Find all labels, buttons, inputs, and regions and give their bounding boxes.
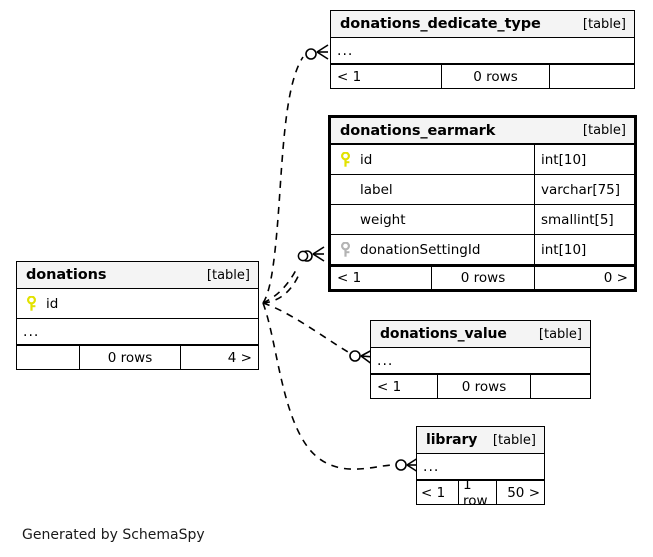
collapsed-columns-row: ...: [331, 38, 634, 64]
footer-parents-count: < 1: [377, 378, 402, 395]
column-name: label: [360, 181, 393, 198]
table-title: library: [426, 432, 478, 448]
column-type: int[10]: [534, 145, 634, 174]
collapsed-columns-row: ...: [371, 348, 590, 374]
column-type: varchar[75]: [534, 175, 634, 204]
footer-parents-count: < 1: [421, 484, 446, 501]
footer-children-count: [549, 65, 634, 88]
edge-donations-to-donations-earmark-1: [262, 246, 325, 304]
table-type-tag: [table]: [582, 123, 626, 138]
column-name-cell: label: [331, 175, 534, 204]
table-footer: < 1 0 rows 0 >: [331, 265, 634, 289]
table-type-tag: [table]: [206, 267, 250, 283]
edge-donations-to-donations-dedicate-type: [262, 44, 329, 304]
table-footer: 0 rows 4 >: [17, 345, 258, 369]
column-name: weight: [360, 211, 406, 228]
column-name: id: [46, 295, 59, 312]
table-title: donations_value: [380, 326, 507, 342]
table-type-tag: [table]: [492, 432, 536, 448]
footer-children-count: 4 >: [180, 346, 258, 369]
table-donations-earmark[interactable]: donations_earmark [table] id int[10] lab…: [328, 115, 637, 292]
table-header: library [table]: [417, 427, 544, 454]
table-library[interactable]: library [table] ... < 1 1 row 50 >: [416, 426, 545, 509]
footer-children-count: 50 >: [496, 481, 544, 504]
table-type-tag: [table]: [538, 326, 582, 342]
table-title: donations: [26, 267, 107, 283]
table-header: donations_value [table]: [371, 321, 590, 348]
footer-parents-count: < 1: [337, 270, 362, 286]
edge-donations-to-donations-value: [262, 302, 374, 365]
table-title: donations_earmark: [340, 122, 496, 139]
table-title: donations_dedicate_type: [340, 16, 541, 32]
column-name-cell: weight: [331, 205, 534, 234]
table-header: donations [table]: [17, 262, 258, 289]
table-footer: < 1 0 rows: [371, 374, 590, 398]
table-donations[interactable]: donations [table] id ... 0 rows 4 >: [16, 261, 259, 370]
footer-parents-count: < 1: [337, 68, 362, 85]
generated-by-note: Generated by SchemaSpy: [22, 527, 205, 543]
table-donations-value[interactable]: donations_value [table] ... < 1 0 rows: [370, 320, 591, 399]
column-type: smallint[5]: [534, 205, 634, 234]
primary-key-icon: [27, 295, 40, 312]
primary-key-icon: [341, 151, 354, 168]
column-type: int[10]: [534, 235, 634, 264]
table-footer: < 1 1 row 50 >: [417, 477, 544, 509]
column-row[interactable]: weight smallint[5]: [331, 205, 634, 235]
column-row[interactable]: id int[10]: [331, 145, 634, 175]
footer-row-count: 0 rows: [431, 267, 534, 289]
footer-row-count: 0 rows: [79, 346, 180, 369]
collapsed-columns-row: ...: [17, 319, 258, 345]
column-row[interactable]: label varchar[75]: [331, 175, 634, 205]
edge-donations-to-donations-earmark-2: [262, 250, 309, 304]
column-name-cell: id: [17, 289, 258, 318]
table-header: donations_dedicate_type [table]: [331, 11, 634, 38]
footer-children-count: [530, 375, 590, 398]
table-footer: < 1 0 rows: [331, 64, 634, 88]
foreign-key-icon: [341, 241, 354, 258]
footer-row-count: 0 rows: [441, 65, 549, 88]
collapsed-columns-row: ...: [417, 454, 544, 480]
column-row[interactable]: donationSettingId int[10]: [331, 235, 634, 265]
footer-children-count: 0 >: [534, 267, 634, 289]
footer-parents-count: [17, 346, 79, 369]
table-type-tag: [table]: [582, 16, 626, 32]
footer-row-count: 0 rows: [437, 375, 530, 398]
column-name: donationSettingId: [360, 241, 481, 258]
table-header: donations_earmark [table]: [331, 118, 634, 145]
column-row[interactable]: id: [17, 289, 258, 319]
footer-row-count: 1 row: [458, 477, 496, 509]
table-donations-dedicate-type[interactable]: donations_dedicate_type [table] ... < 1 …: [330, 10, 635, 89]
column-name: id: [360, 151, 373, 168]
column-name-cell: donationSettingId: [331, 235, 534, 264]
column-name-cell: id: [331, 145, 534, 174]
